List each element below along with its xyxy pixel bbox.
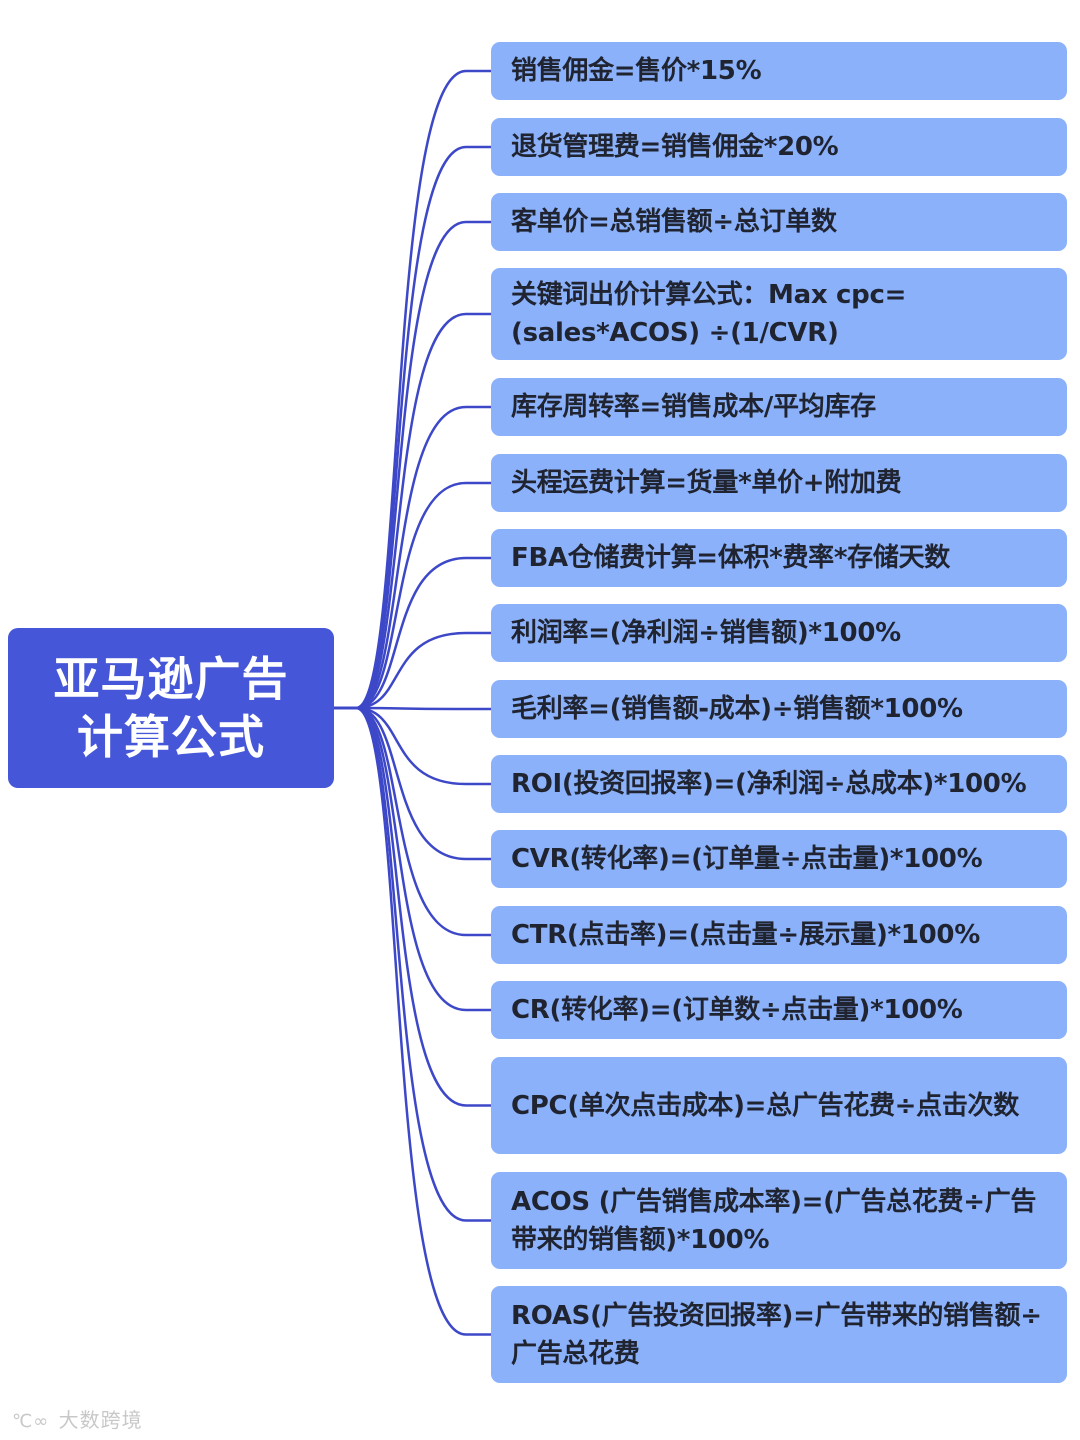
watermark-logo-icon: ℃∞ [12,1411,50,1432]
branch-text: CPC(单次点击成本)=总广告花费÷点击次数 [511,1090,1019,1121]
branch-text: ROI(投资回报率)=(净利润÷总成本)*100% [511,769,1027,799]
branch-text: 毛利率=(销售额-成本)÷销售额*100% [511,694,963,724]
branch-node-3[interactable]: 客单价=总销售额÷总订单数 [491,193,1067,251]
connector-line-3 [334,220,491,710]
watermark: ℃∞ 大数跨境 [12,1404,143,1433]
connector-line-7 [334,556,491,710]
connector-line-16 [334,706,491,1336]
connector-line-14 [334,706,491,1107]
branch-text: 销售佣金=售价*15% [511,56,762,86]
branch-node-13[interactable]: CR(转化率)=(订单数÷点击量)*100% [491,981,1067,1039]
connector-line-10 [334,706,491,786]
watermark-text: 大数跨境 [58,1408,143,1432]
root-topic-line-1: 亚马逊广告 [53,652,289,706]
branch-node-5[interactable]: 库存周转率=销售成本/平均库存 [491,378,1067,436]
branch-text: 头程运费计算=货量*单价+附加费 [511,468,902,498]
branch-text: FBA仓储费计算=体积*费率*存储天数 [511,543,950,573]
branch-text: 关键词出价计算公式：Max cpc=(sales*ACOS) ÷(1/CVR) [511,280,907,348]
connector-line-1 [334,69,491,710]
connector-line-8 [334,631,491,710]
branch-text: CTR(点击率)=(点击量÷展示量)*100% [511,920,980,950]
branch-node-7[interactable]: FBA仓储费计算=体积*费率*存储天数 [491,529,1067,587]
branch-node-1[interactable]: 销售佣金=售价*15% [491,42,1067,100]
branch-text: 利润率=(净利润÷销售额)*100% [511,618,901,648]
branch-text: CVR(转化率)=(订单量÷点击量)*100% [511,844,983,874]
root-topic-line-2: 计算公式 [77,710,265,764]
branch-node-16[interactable]: ROAS(广告投资回报率)=广告带来的销售额÷广告总花费 [491,1286,1067,1383]
branch-node-2[interactable]: 退货管理费=销售佣金*20% [491,118,1067,176]
branch-node-10[interactable]: ROI(投资回报率)=(净利润÷总成本)*100% [491,755,1067,813]
branch-node-6[interactable]: 头程运费计算=货量*单价+附加费 [491,454,1067,512]
branch-node-9[interactable]: 毛利率=(销售额-成本)÷销售额*100% [491,680,1067,738]
branch-text: 退货管理费=销售佣金*20% [511,132,839,162]
connector-line-5 [334,405,491,710]
connector-line-13 [334,706,491,1012]
branch-node-15[interactable]: ACOS (广告销售成本率)=(广告总花费÷广告带来的销售额)*100% [491,1172,1067,1269]
branch-text: ACOS (广告销售成本率)=(广告总花费÷广告带来的销售额)*100% [511,1186,1037,1255]
connector-line-4 [334,312,491,710]
branch-node-14[interactable]: CPC(单次点击成本)=总广告花费÷点击次数 [491,1057,1067,1154]
branch-node-11[interactable]: CVR(转化率)=(订单量÷点击量)*100% [491,830,1067,888]
branch-node-4[interactable]: 关键词出价计算公式：Max cpc=(sales*ACOS) ÷(1/CVR) [491,268,1067,360]
branch-text: ROAS(广告投资回报率)=广告带来的销售额÷广告总花费 [511,1300,1042,1369]
branch-text: 库存周转率=销售成本/平均库存 [511,392,876,422]
branch-node-8[interactable]: 利润率=(净利润÷销售额)*100% [491,604,1067,662]
branch-text: CR(转化率)=(订单数÷点击量)*100% [511,995,963,1025]
branch-node-12[interactable]: CTR(点击率)=(点击量÷展示量)*100% [491,906,1067,964]
connector-line-6 [334,481,491,710]
branch-text: 客单价=总销售额÷总订单数 [511,207,837,237]
root-topic-node[interactable]: 亚马逊广告 计算公式 [8,628,334,788]
